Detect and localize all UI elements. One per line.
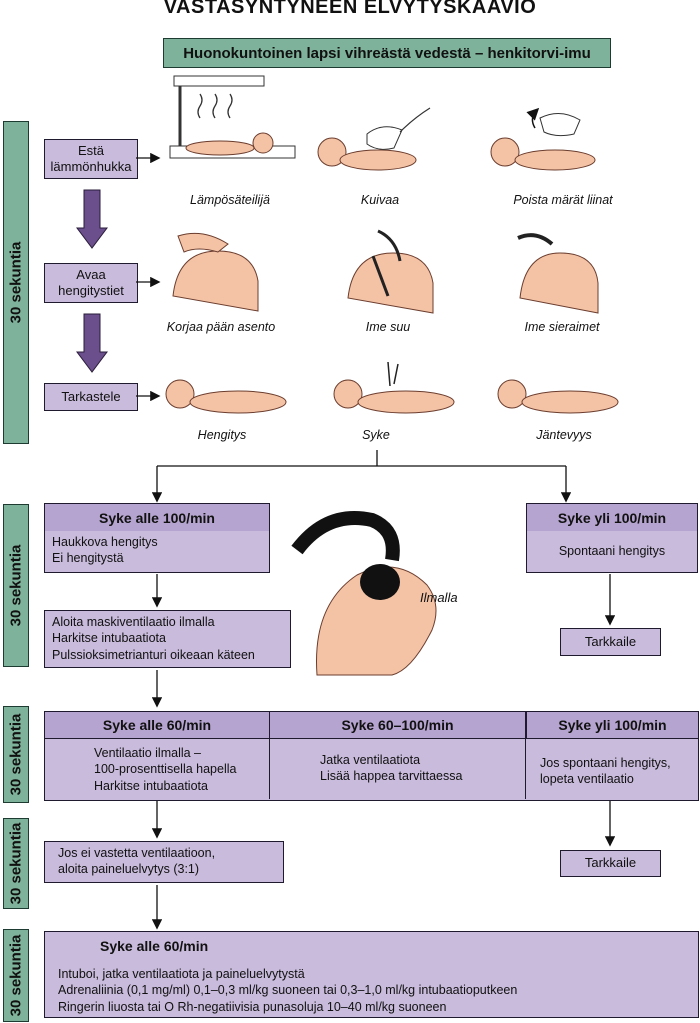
caption-radiant-warmer: Lämpösäteilijä — [190, 193, 270, 207]
caption-tone: Jäntevyys — [536, 428, 592, 442]
caption-head-position: Korjaa pään asento — [166, 320, 276, 334]
hr-below-60-body: Ventilaatio ilmalla – 100-prosenttisella… — [94, 745, 270, 794]
side-label-1: 30 sekuntia — [3, 121, 29, 444]
hr-60-100-header: Syke 60–100/min — [269, 711, 526, 739]
hr-below-100-header: Syke alle 100/min — [44, 503, 270, 533]
drying-illustration — [317, 107, 431, 171]
body-line: Haukkova hengitys — [52, 535, 158, 549]
hr-above-100-header: Syke yli 100/min — [526, 503, 698, 533]
caption-suction-mouth: Ime suu — [365, 320, 411, 334]
step-warm: Estä lämmönhukka — [44, 139, 138, 179]
body-line: aloita paineluelvytys (3:1) — [58, 862, 200, 877]
side-label-2: 30 sekuntia — [3, 504, 29, 667]
body-line: Ei hengitystä — [52, 551, 124, 566]
body-line: 100-prosenttisella hapella — [94, 762, 237, 777]
hr-above-100-header-2: Syke yli 100/min — [526, 711, 699, 739]
tone-baby-illustration — [497, 379, 619, 414]
body-line: Lisää happea tarvittaessa — [320, 769, 463, 784]
body-line: Ringerin liuosta tai O Rh-negatiivisia p… — [58, 999, 447, 1014]
caption-suction-nose: Ime sieraimet — [524, 320, 600, 334]
body-line: lopeta ventilaatio — [540, 772, 634, 787]
body-line: Harkitse intubaatiota — [52, 631, 166, 646]
hr-below-100-body: Haukkova hengitys Ei hengitystä — [44, 531, 270, 573]
radiant-warmer-illustration — [169, 75, 296, 159]
table-divider — [269, 737, 270, 799]
remove-wet-linen-illustration — [490, 107, 596, 171]
hr-60-100-body: Jatka ventilaatiota Lisää happea tarvitt… — [320, 752, 520, 785]
body-line: Adrenaliinia (0,1 mg/ml) 0,1–0,3 ml/kg s… — [58, 983, 518, 998]
side-label-5: 30 sekuntia — [3, 929, 29, 1022]
air-label: Ilmalla — [420, 590, 458, 605]
mask-ventilation-box: Aloita maskiventilaatio ilmalla Harkitse… — [44, 610, 291, 668]
caption-heart-rate: Syke — [362, 428, 390, 442]
suction-mouth-illustration — [347, 229, 434, 314]
table-divider — [525, 737, 526, 799]
caption-dry: Kuivaa — [360, 193, 400, 207]
body-line: Jos spontaani hengitys, — [540, 756, 671, 770]
final-body: Intuboi, jatka ventilaatiota ja painelue… — [58, 966, 688, 1015]
hr-above-100-body-2: Jos spontaani hengitys, lopeta ventilaat… — [540, 755, 695, 788]
advanced-resuscitation-box: Syke alle 60/min Intuboi, jatka ventilaa… — [44, 931, 699, 1018]
final-header: Syke alle 60/min — [100, 938, 209, 954]
body-line: Jos ei vastetta ventilaatioon, — [58, 846, 216, 860]
top-banner: Huonokuntoinen lapsi vihreästä vedestä –… — [163, 38, 611, 68]
body-line: Ventilaatio ilmalla – — [94, 746, 202, 760]
head-position-illustration — [172, 232, 259, 312]
caption-breathing: Hengitys — [197, 428, 247, 442]
hr-below-60-header: Syke alle 60/min — [44, 711, 270, 739]
body-line: Intuboi, jatka ventilaatiota ja painelue… — [58, 967, 305, 981]
body-line: Harkitse intubaatiota — [94, 778, 208, 793]
observe-box-1: Tarkkaile — [560, 628, 661, 656]
caption-remove-linen: Poista märät liinat — [513, 193, 613, 207]
body-line: Jatka ventilaatiota — [320, 753, 421, 767]
mask-ventilation-illustration — [291, 511, 437, 676]
body-line: Pulssioksimetrianturi oikeaan käteen — [52, 647, 255, 662]
step-check: Tarkastele — [44, 383, 138, 411]
hr-above-100-body: Spontaani hengitys — [526, 531, 698, 573]
side-label-3: 30 sekuntia — [3, 706, 29, 803]
breathing-baby-illustration — [165, 379, 287, 414]
side-label-4: 30 sekuntia — [3, 818, 29, 909]
compression-box: Jos ei vastetta ventilaatioon, aloita pa… — [44, 841, 284, 883]
step-airway: Avaa hengitystiet — [44, 263, 138, 303]
page-title: VASTASYNTYNEEN ELVYTYSKAAVIO — [163, 0, 537, 18]
body-line: Aloita maskiventilaatio ilmalla — [52, 615, 215, 629]
observe-box-2: Tarkkaile — [560, 850, 661, 877]
suction-nose-illustration — [517, 233, 599, 314]
heart-rate-baby-illustration — [333, 361, 455, 414]
